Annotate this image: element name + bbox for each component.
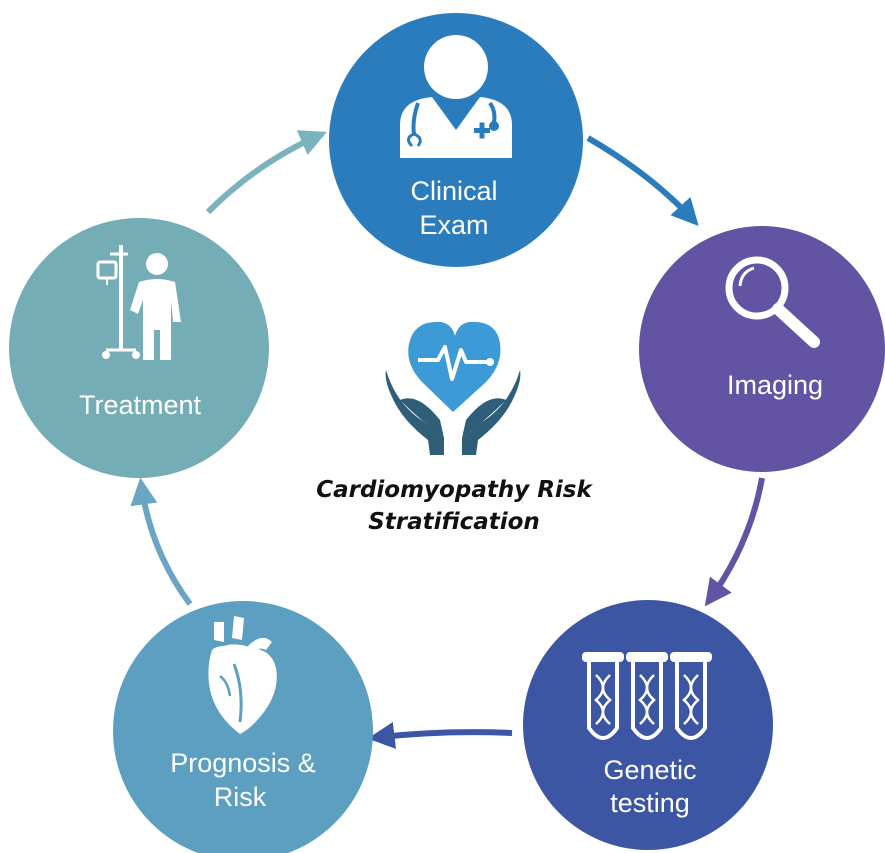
doctor-icon — [400, 35, 512, 158]
arrow-clinical-exam-to-imaging — [586, 135, 699, 226]
node-clinical-exam: Clinical Exam — [329, 13, 583, 267]
node-genetic-testing-label-line1: Genetic — [603, 755, 696, 785]
center-emblem: Cardiomyopathy Risk Stratification — [316, 321, 593, 535]
anatomical-heart-icon — [208, 616, 277, 734]
center-title-line1: Cardiomyopathy Risk — [316, 477, 593, 503]
magnifier-icon — [725, 256, 820, 348]
node-imaging: Imaging — [639, 226, 885, 472]
center-title-line2: Stratification — [368, 509, 540, 535]
node-prognosis-risk-label-line2: Risk — [214, 782, 267, 812]
node-genetic-testing: Genetic testing — [523, 600, 773, 850]
arrow-treatment-to-clinical-exam — [205, 130, 327, 215]
node-prognosis-risk: Prognosis & Risk — [113, 601, 373, 853]
patient-iv-drip-icon — [96, 245, 181, 360]
arrow-imaging-to-genetic-testing — [704, 477, 765, 607]
node-treatment: Treatment — [9, 218, 269, 478]
test-tubes-dna-icon — [582, 652, 712, 740]
node-treatment-label: Treatment — [79, 390, 202, 420]
node-clinical-exam-label-line2: Exam — [419, 210, 488, 240]
heart-in-hands-icon — [385, 321, 521, 455]
node-imaging-label: Imaging — [727, 370, 823, 400]
node-clinical-exam-label-line1: Clinical — [410, 176, 497, 206]
node-genetic-testing-label-line2: testing — [610, 788, 690, 818]
node-prognosis-risk-label-line1: Prognosis & — [170, 748, 316, 778]
arrow-prognosis-to-treatment — [130, 477, 193, 606]
arrow-genetic-testing-to-prognosis — [367, 722, 513, 749]
